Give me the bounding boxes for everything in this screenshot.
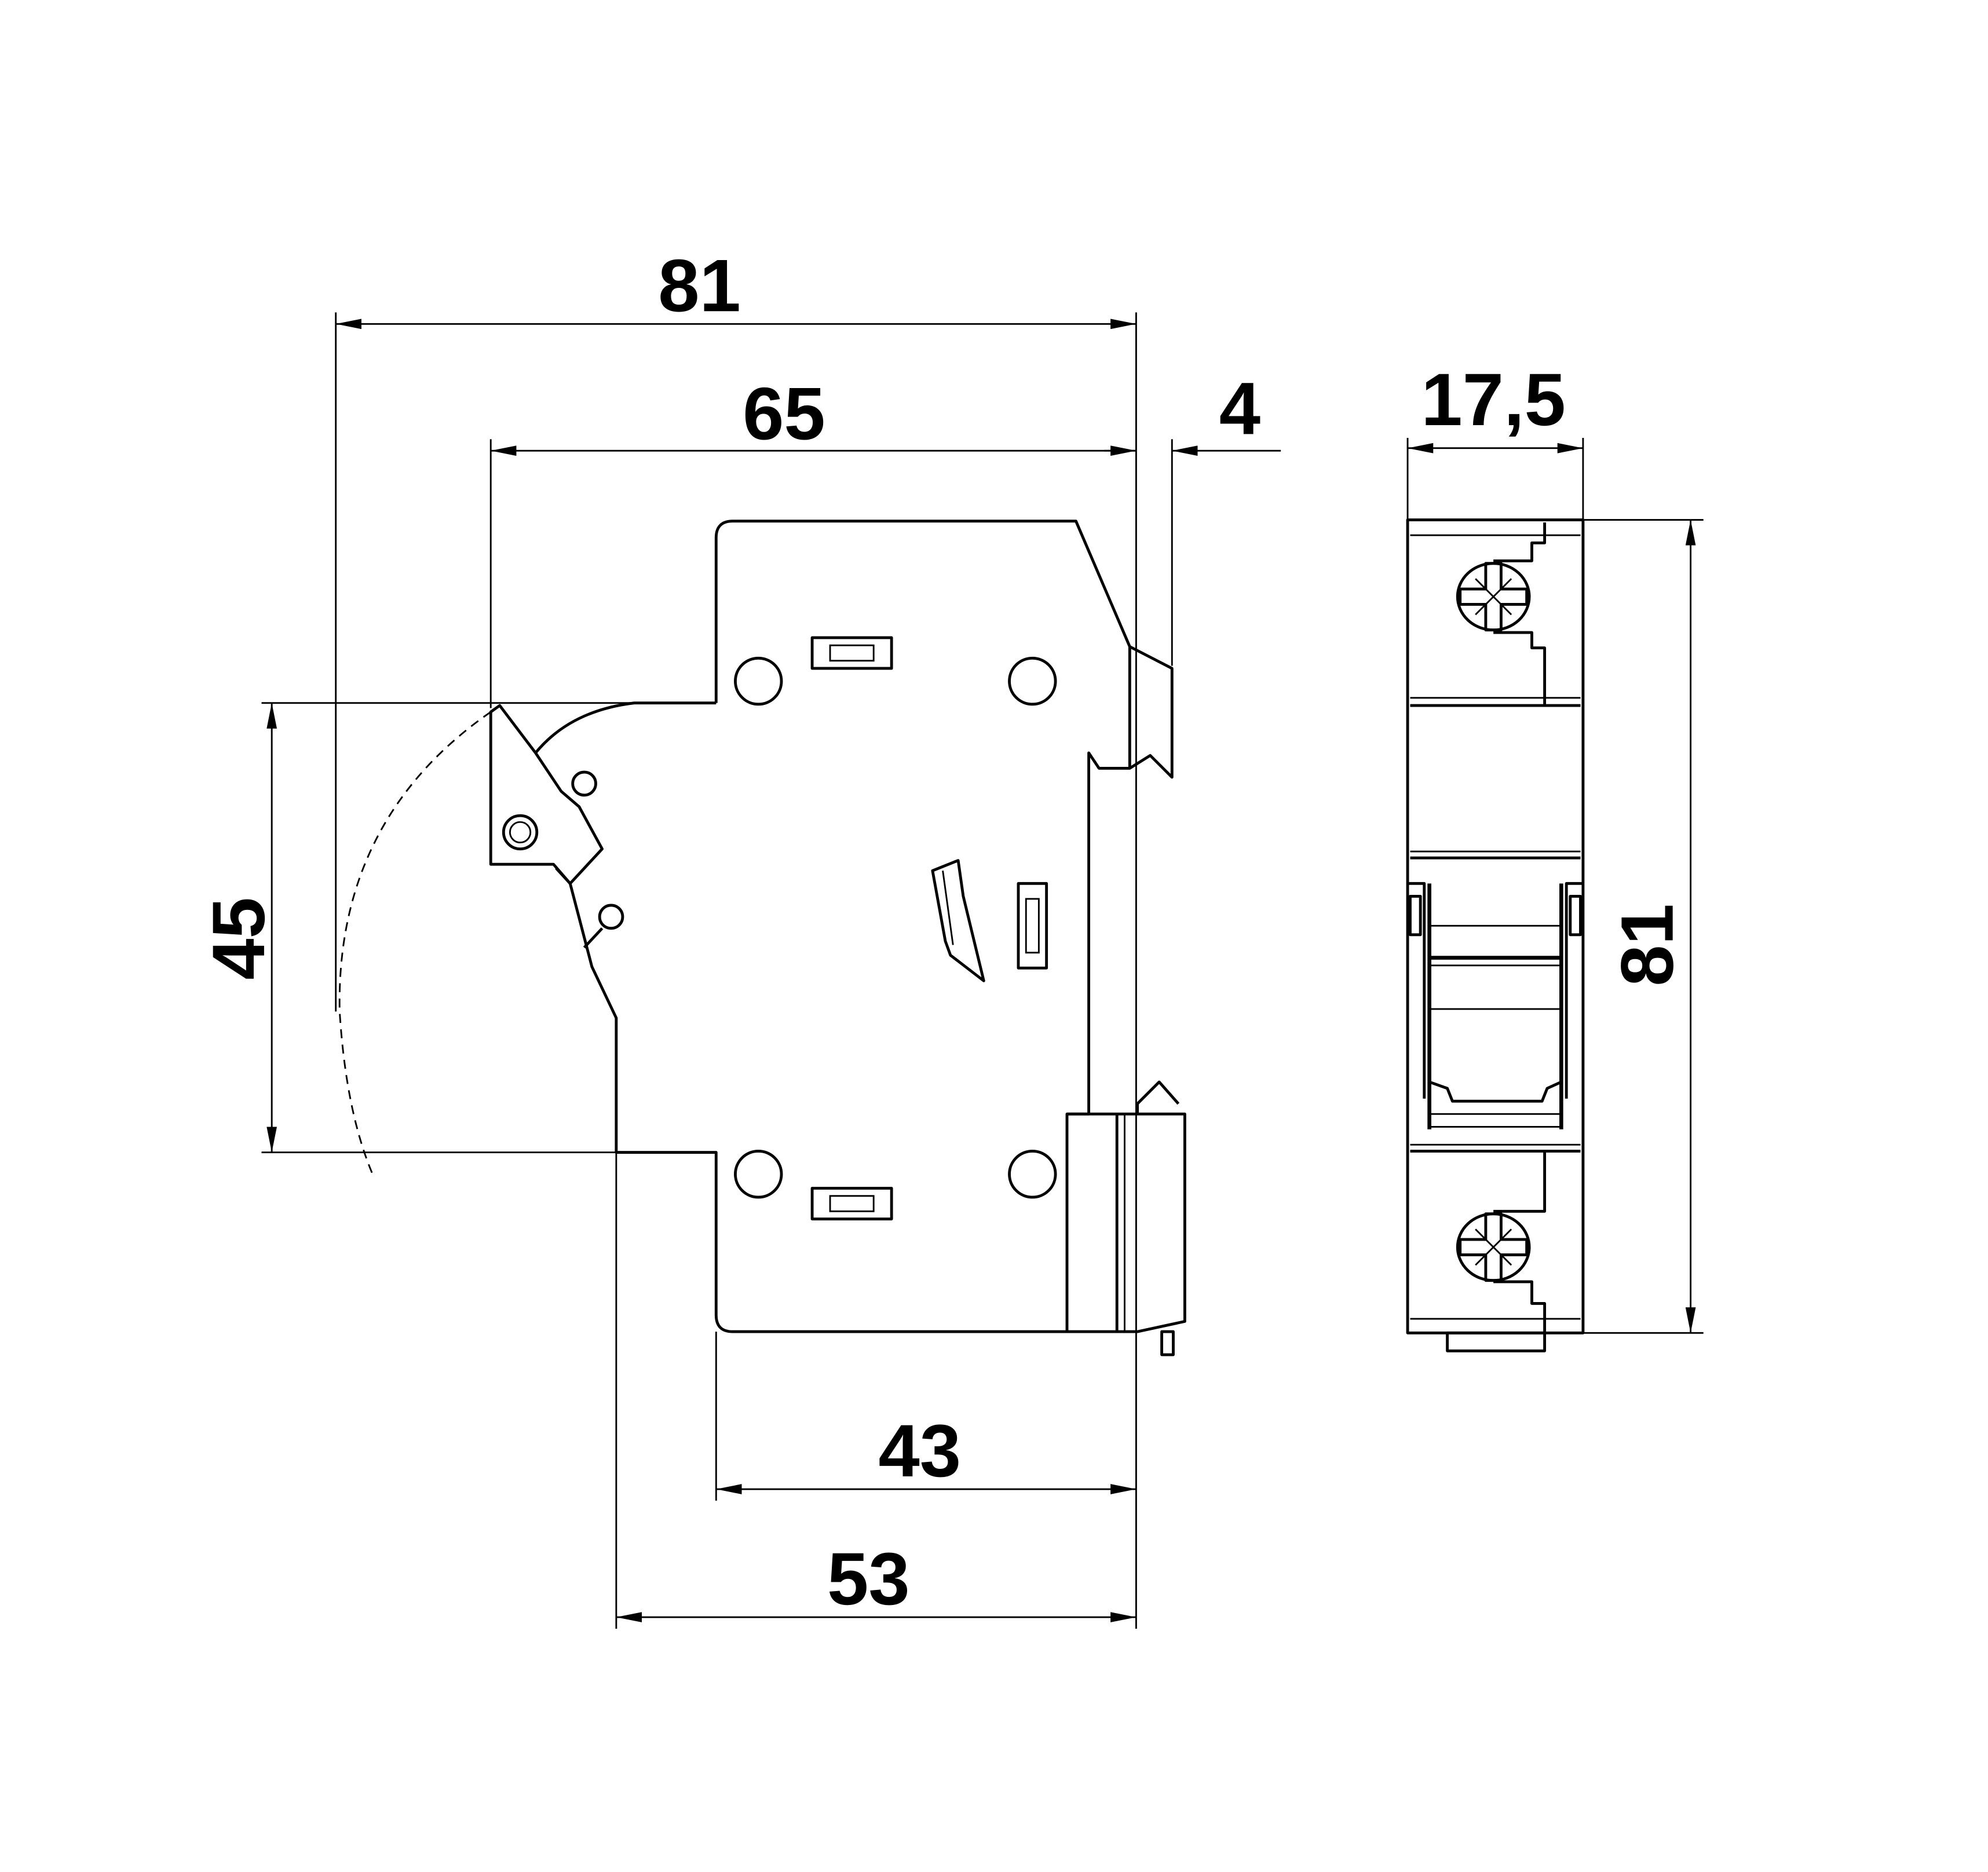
lever-pin-top [571, 770, 597, 797]
lever-swing-arc [338, 711, 492, 1179]
dim-label-overall-depth: 81 [658, 244, 741, 327]
dim-label-front-height: 45 [198, 897, 280, 980]
body-outline [555, 520, 1131, 1333]
din-clip-top [1129, 645, 1174, 779]
slot-vertical [1017, 882, 1048, 970]
din-clip-bottom [1067, 1112, 1186, 1333]
dim-label-body-depth: 43 [878, 1410, 961, 1493]
dim-label-din-clip-offset: 4 [1219, 367, 1260, 450]
dim-label-overall-height: 81 [1606, 904, 1689, 986]
front-view [1406, 518, 1585, 1352]
dim-label-module-width: 17,5 [1421, 359, 1566, 441]
mounting-hole [734, 656, 783, 706]
slot [810, 636, 893, 670]
slot [810, 1187, 893, 1220]
latch [931, 859, 985, 982]
lever-pin-bottom [598, 904, 624, 930]
side-view [338, 520, 1186, 1357]
lever-arc [534, 701, 717, 754]
toggle-lever [489, 704, 604, 885]
dimension-lines [266, 319, 1696, 1622]
mounting-hole [734, 1149, 783, 1199]
mounting-hole [1008, 656, 1057, 706]
dim-label-depth-to-front: 53 [827, 1538, 910, 1621]
terminal-screw-top [1456, 562, 1531, 632]
bottom-tab [1446, 1331, 1547, 1352]
dim-label-depth-to-lever: 65 [743, 372, 825, 455]
extension-lines [261, 312, 1704, 1629]
mounting-hole [1008, 1149, 1057, 1199]
lever-pivot [502, 814, 539, 851]
terminal-screw-bottom [1456, 1212, 1531, 1282]
